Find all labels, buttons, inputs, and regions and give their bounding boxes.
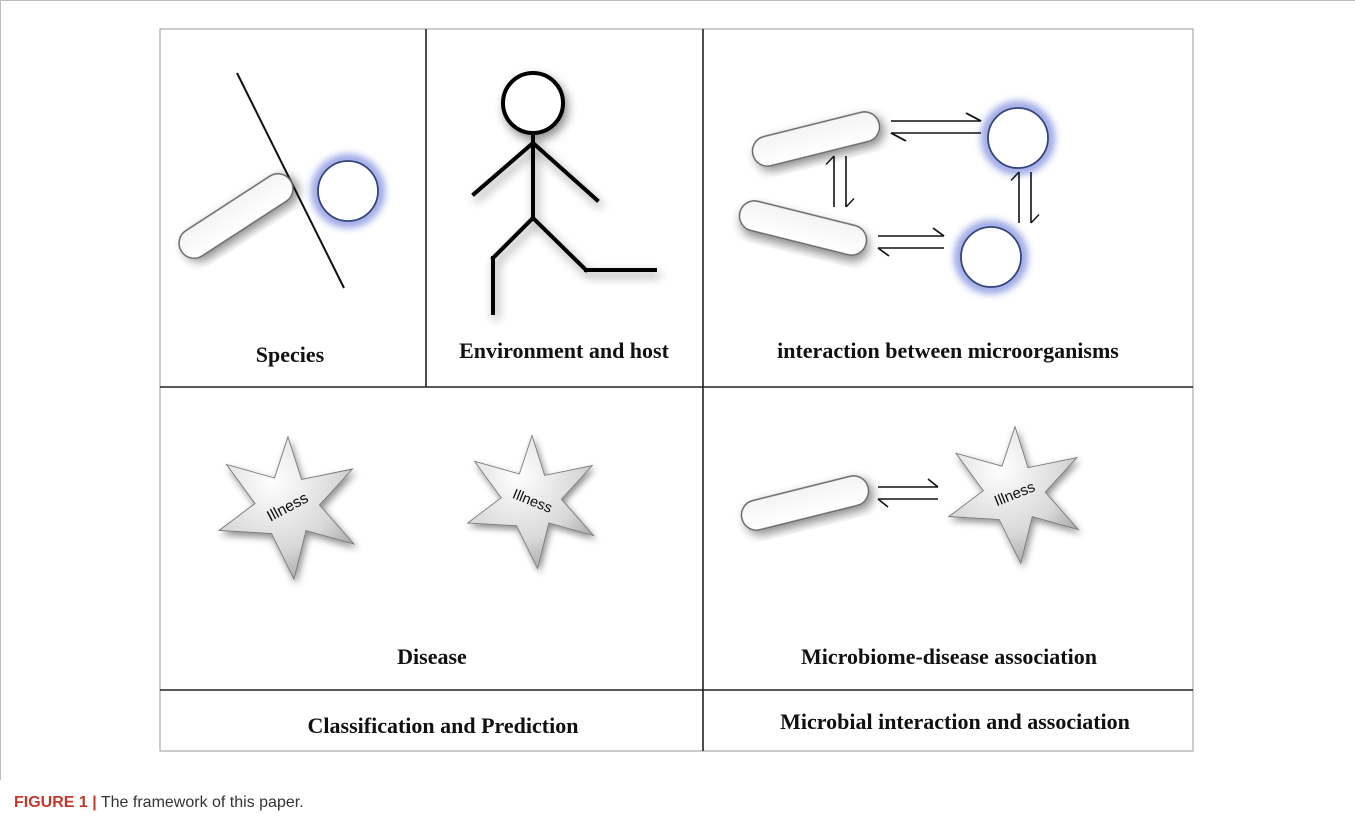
figure-caption: FIGURE 1 | The framework of this paper. [14, 794, 304, 812]
disease-cell: Illness Illness Disease [218, 435, 595, 669]
exchange-arrow-icon [1010, 171, 1040, 224]
illness-star-icon: Illness [948, 426, 1079, 564]
disease-label: Disease [397, 644, 467, 669]
page-border-left [0, 0, 1, 780]
bacterium-rod-icon [735, 196, 871, 260]
bacterium-rod-icon [737, 471, 873, 535]
association-cell: Illness Microbiome-disease association [737, 426, 1097, 669]
caption-text: The framework of this paper. [96, 794, 304, 811]
grid [159, 28, 1194, 752]
illness-star-icon: Illness [218, 436, 355, 580]
bacterium-coccus-icon [986, 106, 1050, 170]
illness-star-icon: Illness [467, 435, 595, 569]
page-border-top [0, 0, 1355, 1]
bacterium-rod-icon [748, 107, 884, 171]
exchange-arrow-icon [889, 111, 983, 143]
exchange-arrow-icon [877, 478, 939, 508]
environment-cell [471, 71, 657, 315]
interaction-cell: interaction between microorganisms [735, 106, 1119, 363]
interaction-label: interaction between microorganisms [777, 338, 1119, 363]
environment-label: Environment and host [459, 338, 670, 363]
bacterium-coccus-icon [959, 225, 1023, 289]
exchange-arrow-icon [825, 155, 855, 208]
exchange-arrow-icon [877, 227, 945, 257]
association-label: Microbiome-disease association [801, 644, 1097, 669]
species-label: Species [256, 342, 325, 367]
bacterium-coccus-icon [316, 159, 380, 223]
stick-figure-icon [471, 71, 657, 315]
caption-label: FIGURE 1 | [14, 794, 97, 811]
classification-label: Classification and Prediction [308, 713, 579, 738]
microbial-label: Microbial interaction and association [780, 709, 1130, 734]
species-cell: Species [172, 72, 380, 367]
bacterium-rod-icon [172, 167, 300, 265]
